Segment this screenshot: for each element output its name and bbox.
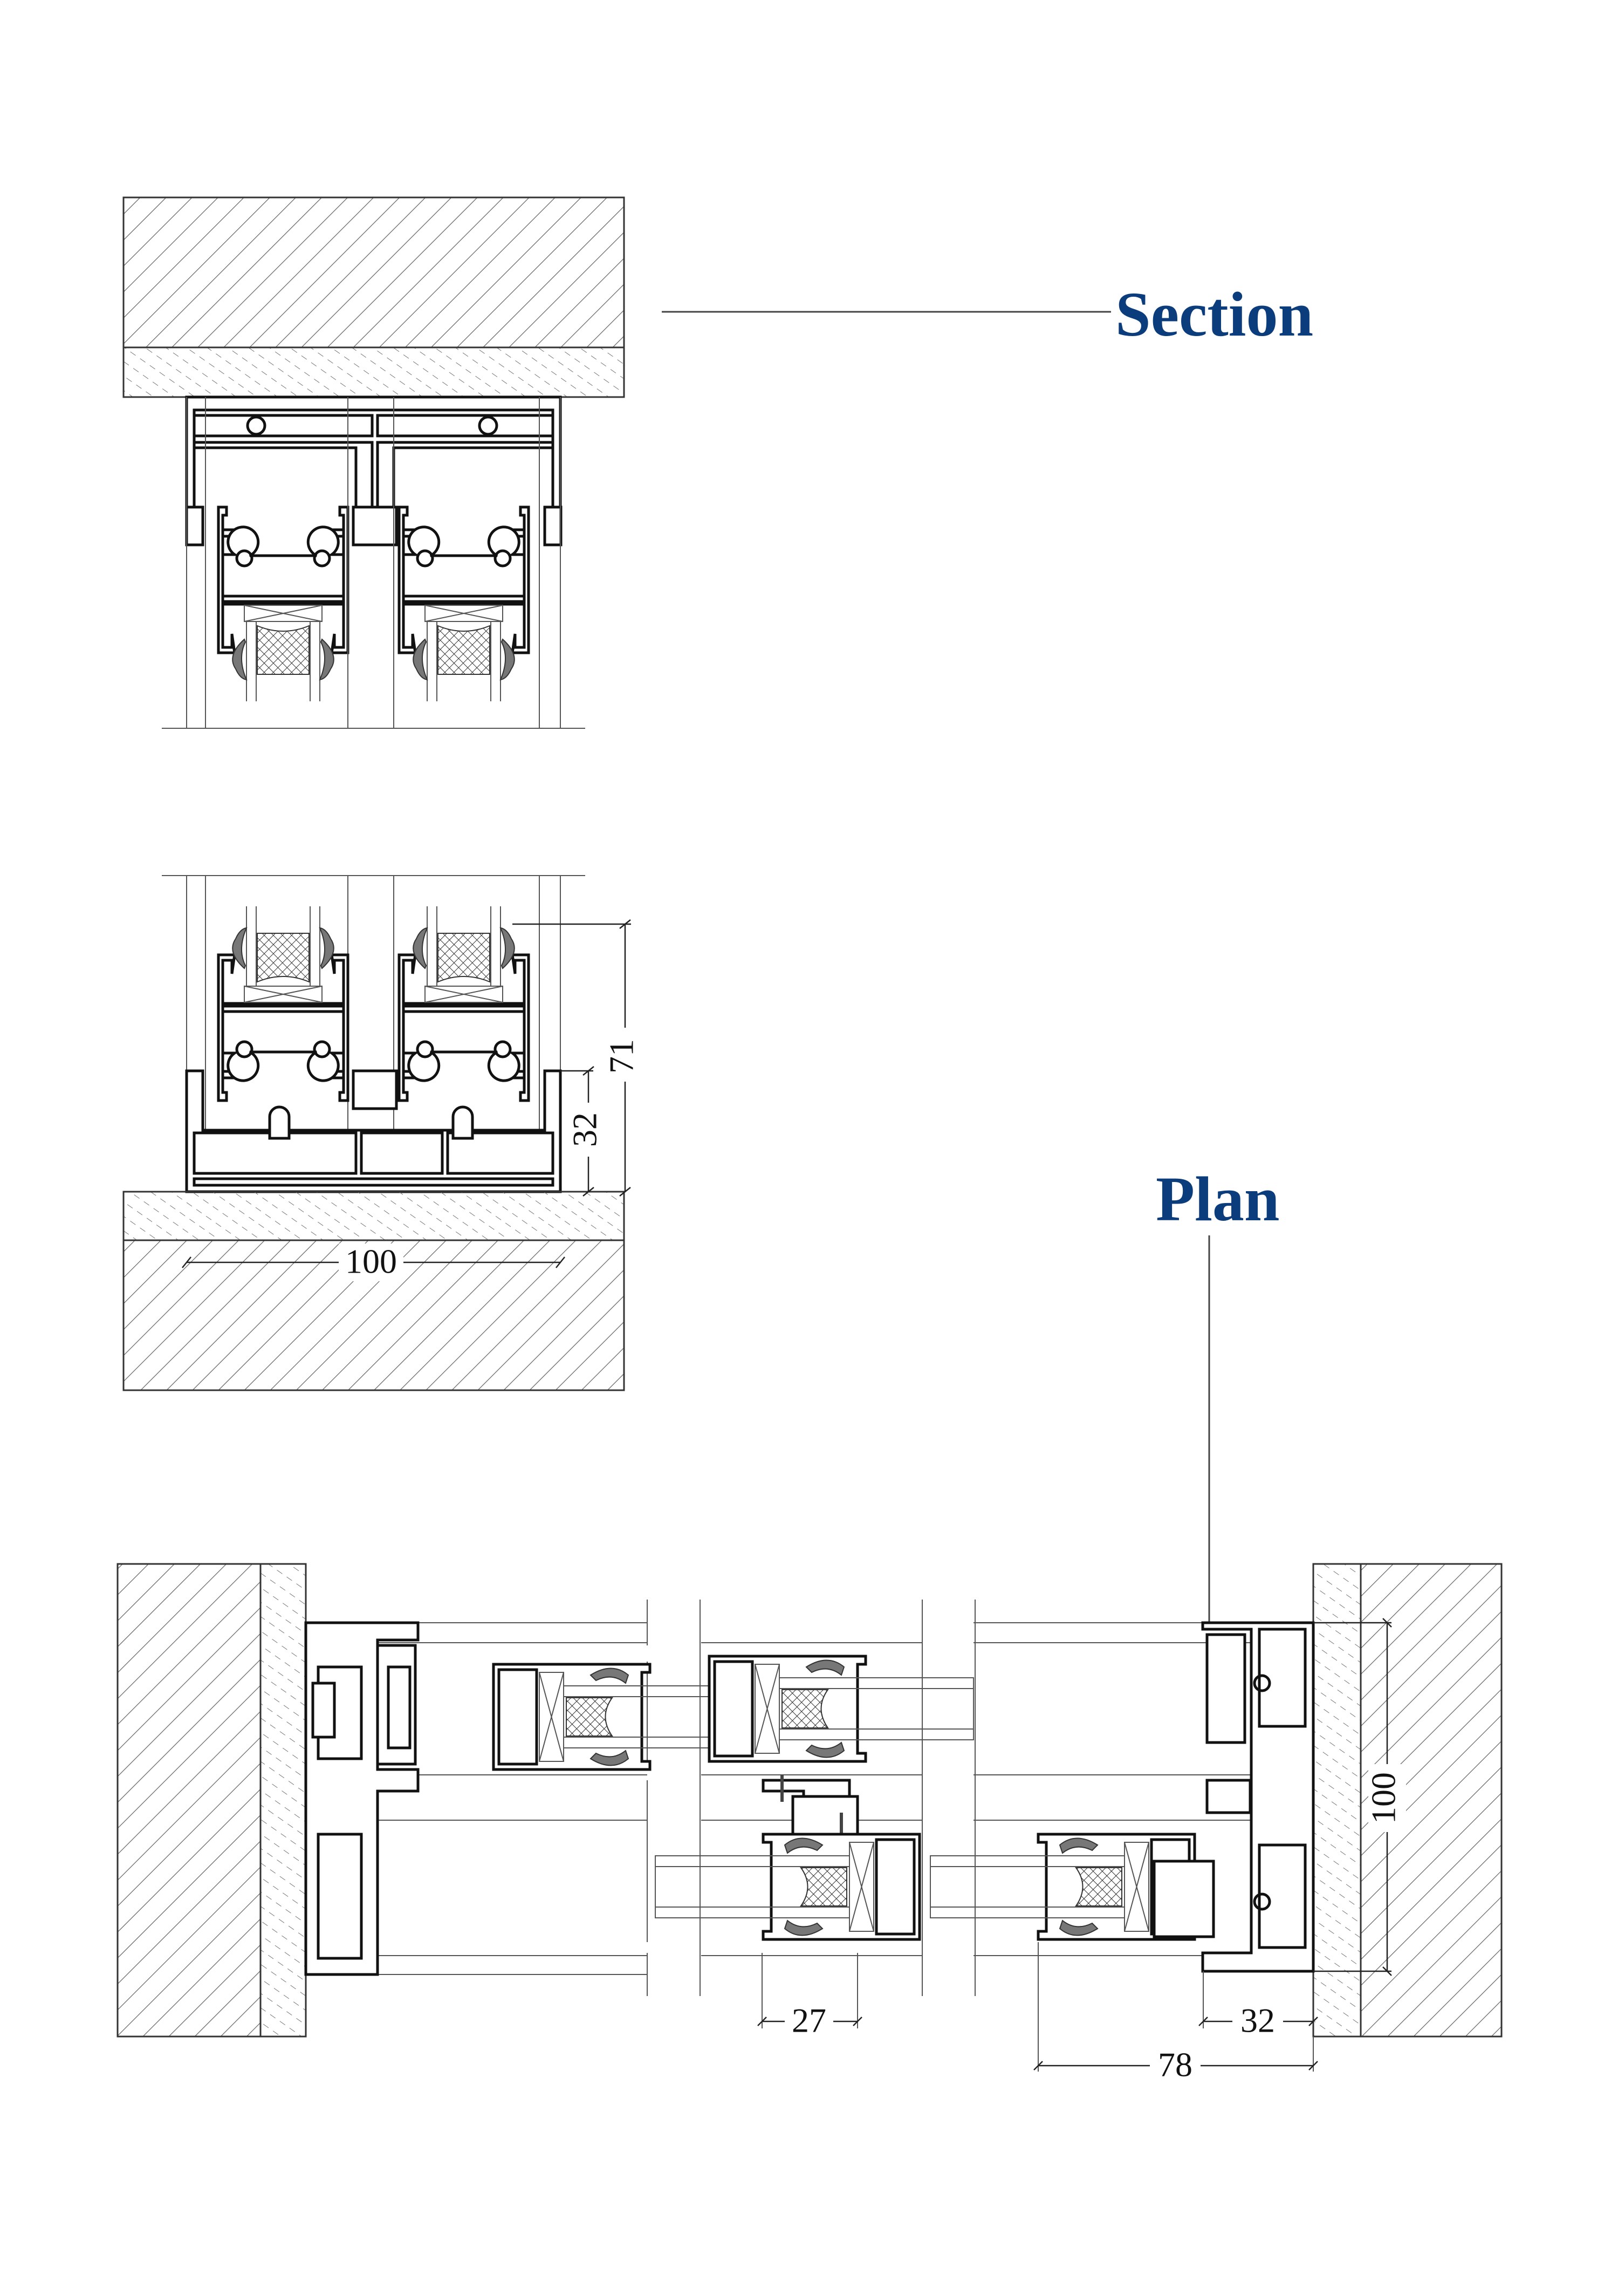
dimension-label: 27 <box>792 2001 826 2040</box>
dimension-32-section: 32 <box>560 1066 606 1197</box>
sill-frame-profile <box>185 1069 562 1193</box>
ceiling-screed <box>122 346 625 398</box>
extension-lines <box>162 397 585 729</box>
right-jamb-frame <box>1153 1621 1315 1973</box>
head-frame-profile <box>185 395 563 546</box>
plan-sash-interlock-upper <box>709 1656 973 1761</box>
right-wall-plaster <box>1312 1563 1362 2038</box>
sill-sash-left <box>218 906 348 1101</box>
plan-title: Plan <box>1156 1164 1280 1234</box>
head-sash-right <box>399 507 529 701</box>
dimension-label: 78 <box>1158 2046 1192 2084</box>
plan-interlock <box>655 1656 973 1939</box>
dimension-71: 71 <box>512 919 644 1197</box>
left-wall-concrete <box>116 1563 262 2038</box>
head-sash-left <box>218 507 348 701</box>
plan-view: 27 32 78 100 <box>116 1563 1503 2084</box>
dimension-label: 71 <box>602 1039 641 1074</box>
dimension-78: 78 <box>1033 1942 1318 2084</box>
ceiling-concrete <box>122 196 625 348</box>
sill-sash-right <box>399 906 529 1101</box>
plan-reference-lines <box>306 1600 1313 1996</box>
plan-sash-interlock-lower <box>655 1834 920 1939</box>
dimension-27: 27 <box>757 1953 862 2040</box>
dimension-100-plan: 100 <box>1313 1618 1406 1976</box>
section-head <box>122 196 625 729</box>
dimension-label: 32 <box>1240 2001 1275 2040</box>
dimension-32-plan: 32 <box>1198 1971 1318 2040</box>
section-title: Section <box>1115 279 1313 350</box>
dimension-label: 32 <box>566 1112 604 1147</box>
left-jamb-frame <box>304 1621 420 1976</box>
left-wall-plaster <box>259 1563 307 2038</box>
section-sill: 100 71 32 <box>122 875 644 1391</box>
dimension-label: 100 <box>345 1242 397 1281</box>
floor-screed <box>122 1191 625 1241</box>
dimension-100-section: 100 <box>182 1242 565 1281</box>
dimension-label: 100 <box>1365 1772 1403 1824</box>
